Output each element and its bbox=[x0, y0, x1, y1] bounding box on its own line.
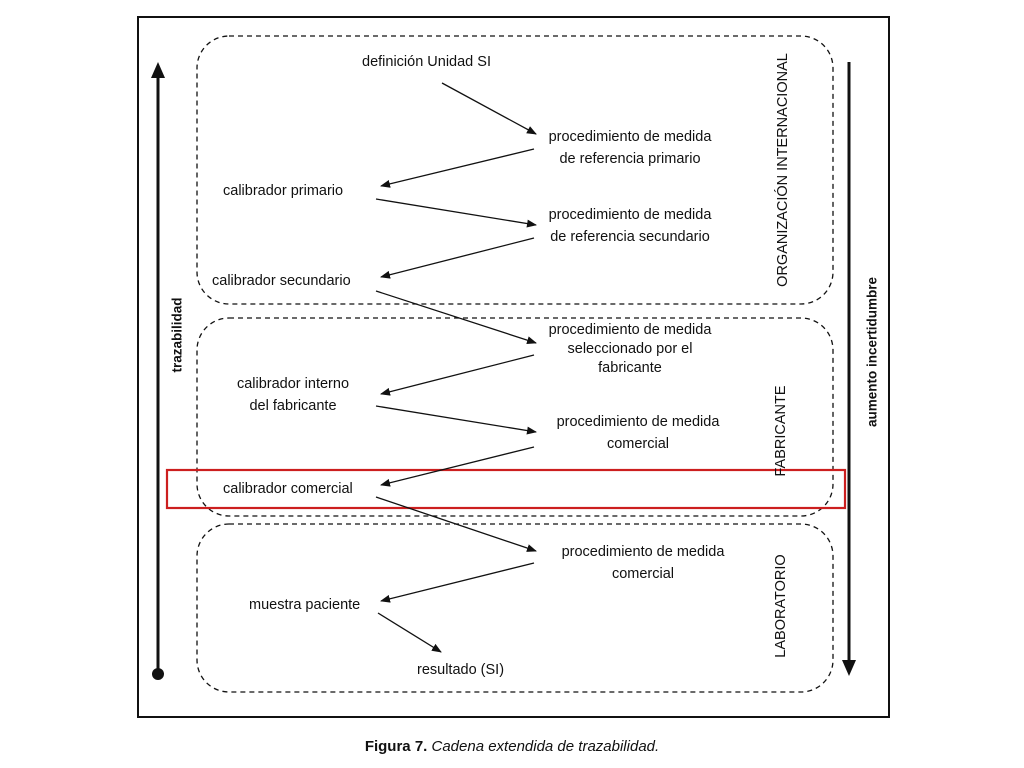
node-secondary-reference-procedure: procedimiento de medida de referencia se… bbox=[532, 204, 728, 248]
arrow-primary-proc-to-primary-cal bbox=[380, 148, 535, 188]
node-commercial-calibrator: calibrador comercial bbox=[223, 481, 353, 497]
section-box-international bbox=[196, 35, 834, 305]
section-label-manufacturer: FABRICANTE bbox=[773, 385, 789, 477]
arrow-commercial-proc-to-commercial-cal bbox=[380, 446, 535, 487]
node-primary-calibrator: calibrador primario bbox=[223, 183, 344, 199]
node-line: del fabricante bbox=[249, 398, 337, 414]
chain-arrows bbox=[375, 82, 537, 653]
node-primary-reference-procedure: procedimiento de medida de referencia pr… bbox=[532, 126, 728, 170]
node-line: de referencia primario bbox=[559, 151, 701, 167]
node-line: procedimiento de medida bbox=[548, 207, 712, 223]
node-secondary-calibrator: calibrador secundario bbox=[212, 273, 351, 289]
node-internal-calibrator: calibrador interno del fabricante bbox=[218, 373, 368, 417]
caption-text: Cadena extendida de trazabilidad. bbox=[431, 738, 660, 755]
node-line: seleccionado por el bbox=[567, 341, 693, 357]
arrow-lab-proc-to-patient-sample bbox=[380, 562, 535, 603]
section-label-international: ORGANIZACIÓN INTERNACIONAL bbox=[775, 53, 791, 287]
section-label-laboratory: LABORATORIO bbox=[773, 554, 789, 658]
arrow-patient-sample-to-result bbox=[377, 612, 442, 653]
section-box-laboratory bbox=[196, 523, 834, 693]
arrow-internal-cal-to-commercial-proc bbox=[375, 405, 537, 435]
node-patient-sample: muestra paciente bbox=[249, 597, 361, 613]
arrow-primary-cal-to-secondary-proc bbox=[375, 198, 537, 228]
node-line: procedimiento de medida bbox=[548, 322, 712, 338]
node-line: comercial bbox=[606, 436, 670, 452]
node-line: comercial bbox=[611, 566, 675, 582]
uncertainty-label: aumento incertidumbre bbox=[864, 276, 880, 428]
node-line: procedimiento de medida bbox=[556, 414, 720, 430]
arrow-si-to-primary-proc bbox=[441, 82, 537, 135]
figure-caption: Figura 7. Cadena extendida de trazabilid… bbox=[0, 738, 1024, 755]
node-si-unit-definition: definición Unidad SI bbox=[362, 54, 491, 70]
node-commercial-procedure: procedimiento de medida comercial bbox=[538, 411, 738, 455]
caption-label: Figura 7. bbox=[364, 738, 428, 755]
highlight-commercial-calibrator bbox=[165, 468, 847, 510]
node-lab-commercial-procedure: procedimiento de medida comercial bbox=[543, 541, 743, 585]
arrow-secondary-proc-to-secondary-cal bbox=[380, 237, 535, 279]
traceability-origin-dot bbox=[152, 668, 164, 680]
node-line: procedimiento de medida bbox=[548, 129, 712, 145]
node-line: de referencia secundario bbox=[550, 229, 710, 245]
node-manufacturer-selected-procedure: procedimiento de medida seleccionado por… bbox=[530, 321, 730, 378]
arrow-selected-proc-to-internal-cal bbox=[380, 354, 535, 396]
node-line: calibrador interno bbox=[236, 376, 350, 392]
node-result: resultado (SI) bbox=[417, 662, 505, 678]
section-box-manufacturer bbox=[196, 317, 834, 517]
node-line: fabricante bbox=[598, 360, 662, 376]
diagram-border bbox=[137, 16, 890, 718]
arrow-secondary-cal-to-selected-proc bbox=[375, 290, 537, 345]
traceability-label: trazabilidad bbox=[169, 297, 185, 373]
node-line: procedimiento de medida bbox=[561, 544, 725, 560]
arrow-commercial-cal-to-lab-proc bbox=[375, 496, 537, 552]
